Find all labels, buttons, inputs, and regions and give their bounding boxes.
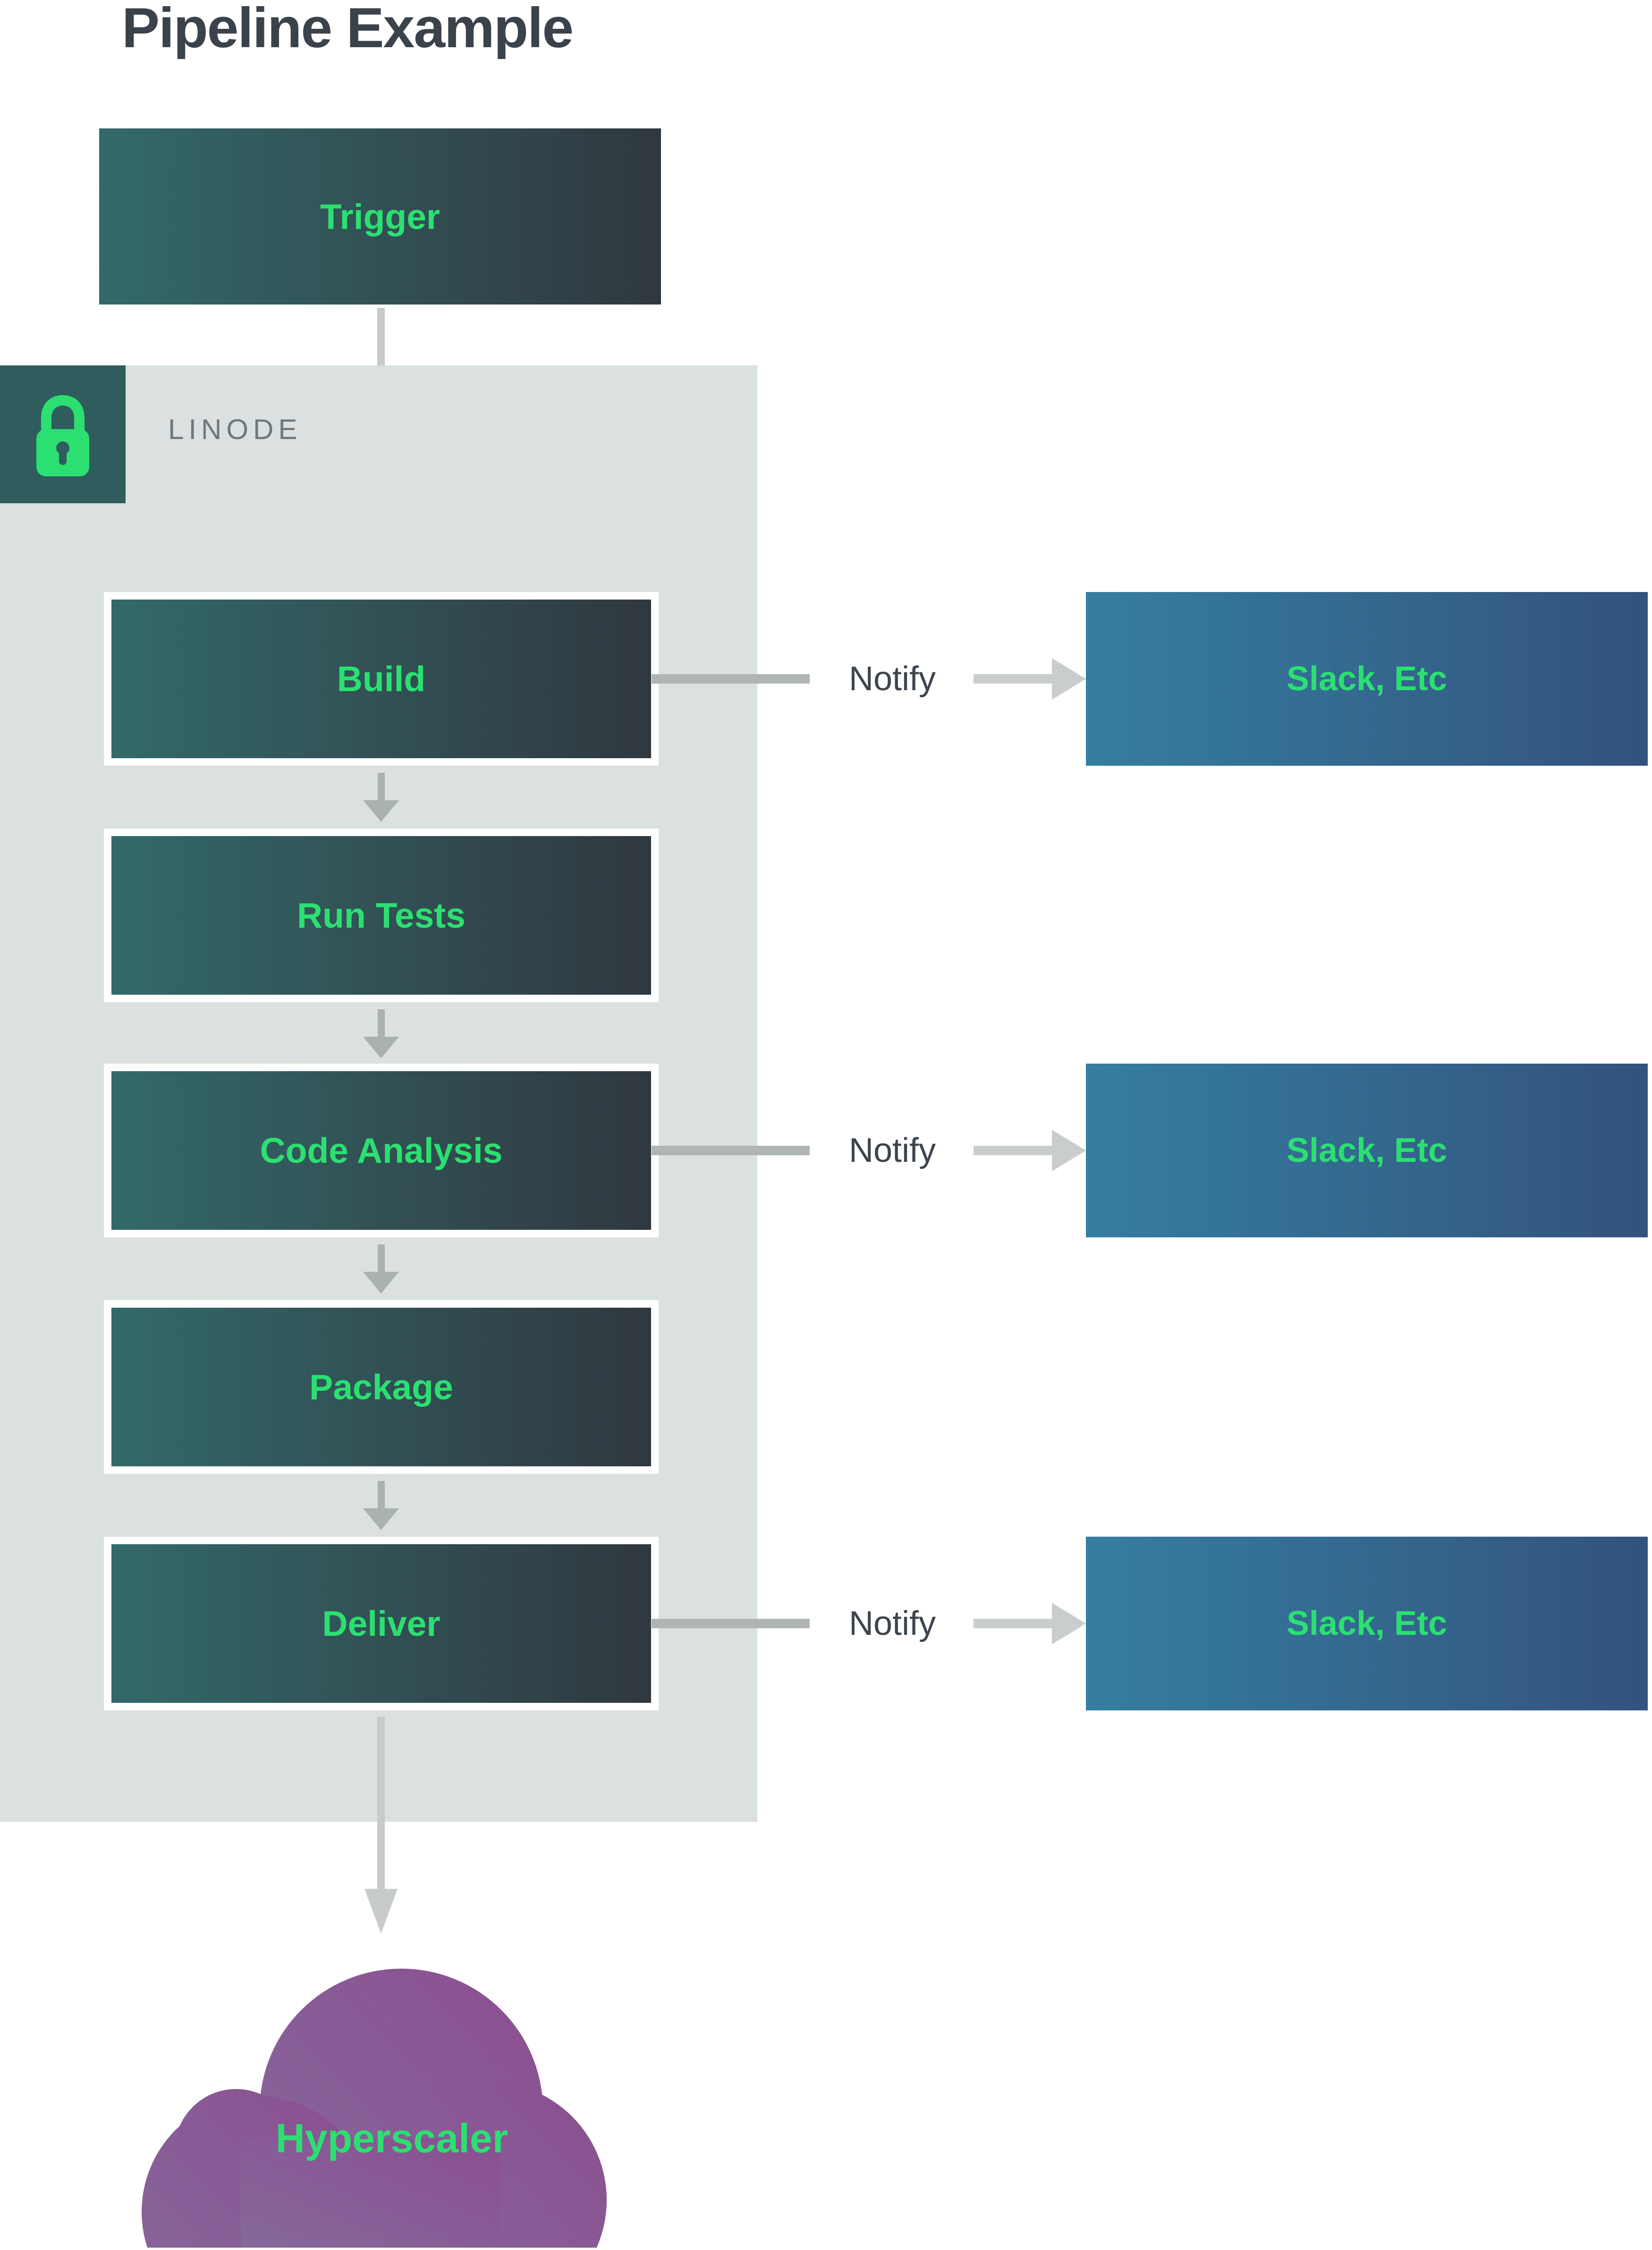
lock-badge xyxy=(0,365,126,503)
slack-label-build: Slack, Etc xyxy=(1286,660,1448,698)
lock-icon xyxy=(36,395,89,476)
arrow-package-to-deliver-line xyxy=(378,1481,385,1508)
arrow-codeanalysis-to-package-head xyxy=(363,1272,399,1294)
arrow-package-to-deliver-head xyxy=(363,1508,399,1530)
notify-label-build: Notify xyxy=(848,660,936,698)
stage-label-build: Build xyxy=(337,659,426,699)
stage-box-deliver: Deliver xyxy=(104,1537,659,1710)
stage-label-deliver: Deliver xyxy=(322,1604,441,1643)
stage-box-run-tests: Run Tests xyxy=(104,829,659,1002)
notify-arrow-head-build xyxy=(1052,658,1086,700)
hyperscaler-cloud xyxy=(142,1950,609,2250)
arrow-build-to-runtests-line xyxy=(378,773,385,800)
stage-label-run-tests: Run Tests xyxy=(297,896,466,935)
arrow-codeanalysis-to-package-line xyxy=(378,1244,385,1272)
page-title: Pipeline Example xyxy=(122,0,574,59)
trigger-label: Trigger xyxy=(320,196,441,237)
stage-box-code-analysis: Code Analysis xyxy=(104,1064,659,1237)
notify-arrow-line-codeanalysis xyxy=(974,1146,1052,1155)
arrow-deliver-to-hyperscaler-head xyxy=(364,1889,398,1934)
cloud-icon xyxy=(142,1969,607,2250)
stage-label-code-analysis: Code Analysis xyxy=(260,1131,503,1170)
stage-label-package: Package xyxy=(309,1367,453,1407)
arrow-build-to-runtests-head xyxy=(363,800,399,822)
notify-arrow-head-deliver xyxy=(1052,1603,1086,1644)
slack-box-codeanalysis: Slack, Etc xyxy=(1086,1064,1648,1237)
notify-arrow-line-deliver xyxy=(974,1619,1052,1628)
arrow-runtests-to-codeanalysis-head xyxy=(363,1037,399,1058)
trigger-box: Trigger xyxy=(99,128,661,305)
notify-arrow-line-build xyxy=(974,674,1052,684)
notify-label-codeanalysis: Notify xyxy=(848,1132,936,1169)
slack-label-deliver: Slack, Etc xyxy=(1286,1605,1448,1642)
stage-box-build: Build xyxy=(104,592,659,766)
linode-label: LINODE xyxy=(168,414,302,445)
hyperscaler-label: Hyperscaler xyxy=(275,2116,508,2161)
slack-label-codeanalysis: Slack, Etc xyxy=(1286,1132,1448,1169)
notify-label-deliver: Notify xyxy=(848,1605,936,1642)
slack-box-build: Slack, Etc xyxy=(1086,592,1648,766)
arrow-runtests-to-codeanalysis-line xyxy=(378,1009,385,1037)
notify-arrow-head-codeanalysis xyxy=(1052,1130,1086,1171)
arrow-deliver-to-hyperscaler-line xyxy=(377,1717,385,1889)
notify-connector-line-deliver xyxy=(652,1619,810,1628)
slack-box-deliver: Slack, Etc xyxy=(1086,1537,1648,1710)
notify-connector-line-build xyxy=(652,674,810,684)
notify-connector-line-codeanalysis xyxy=(652,1146,810,1155)
stage-box-package: Package xyxy=(104,1300,659,1474)
